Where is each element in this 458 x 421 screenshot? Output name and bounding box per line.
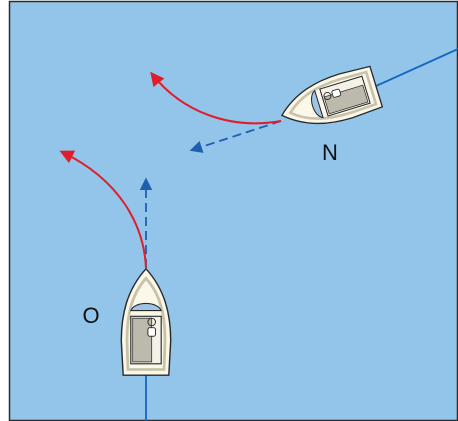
vessel-o-label: O xyxy=(82,303,99,328)
water-background xyxy=(10,2,458,421)
vessel-n-label: N xyxy=(322,140,338,165)
